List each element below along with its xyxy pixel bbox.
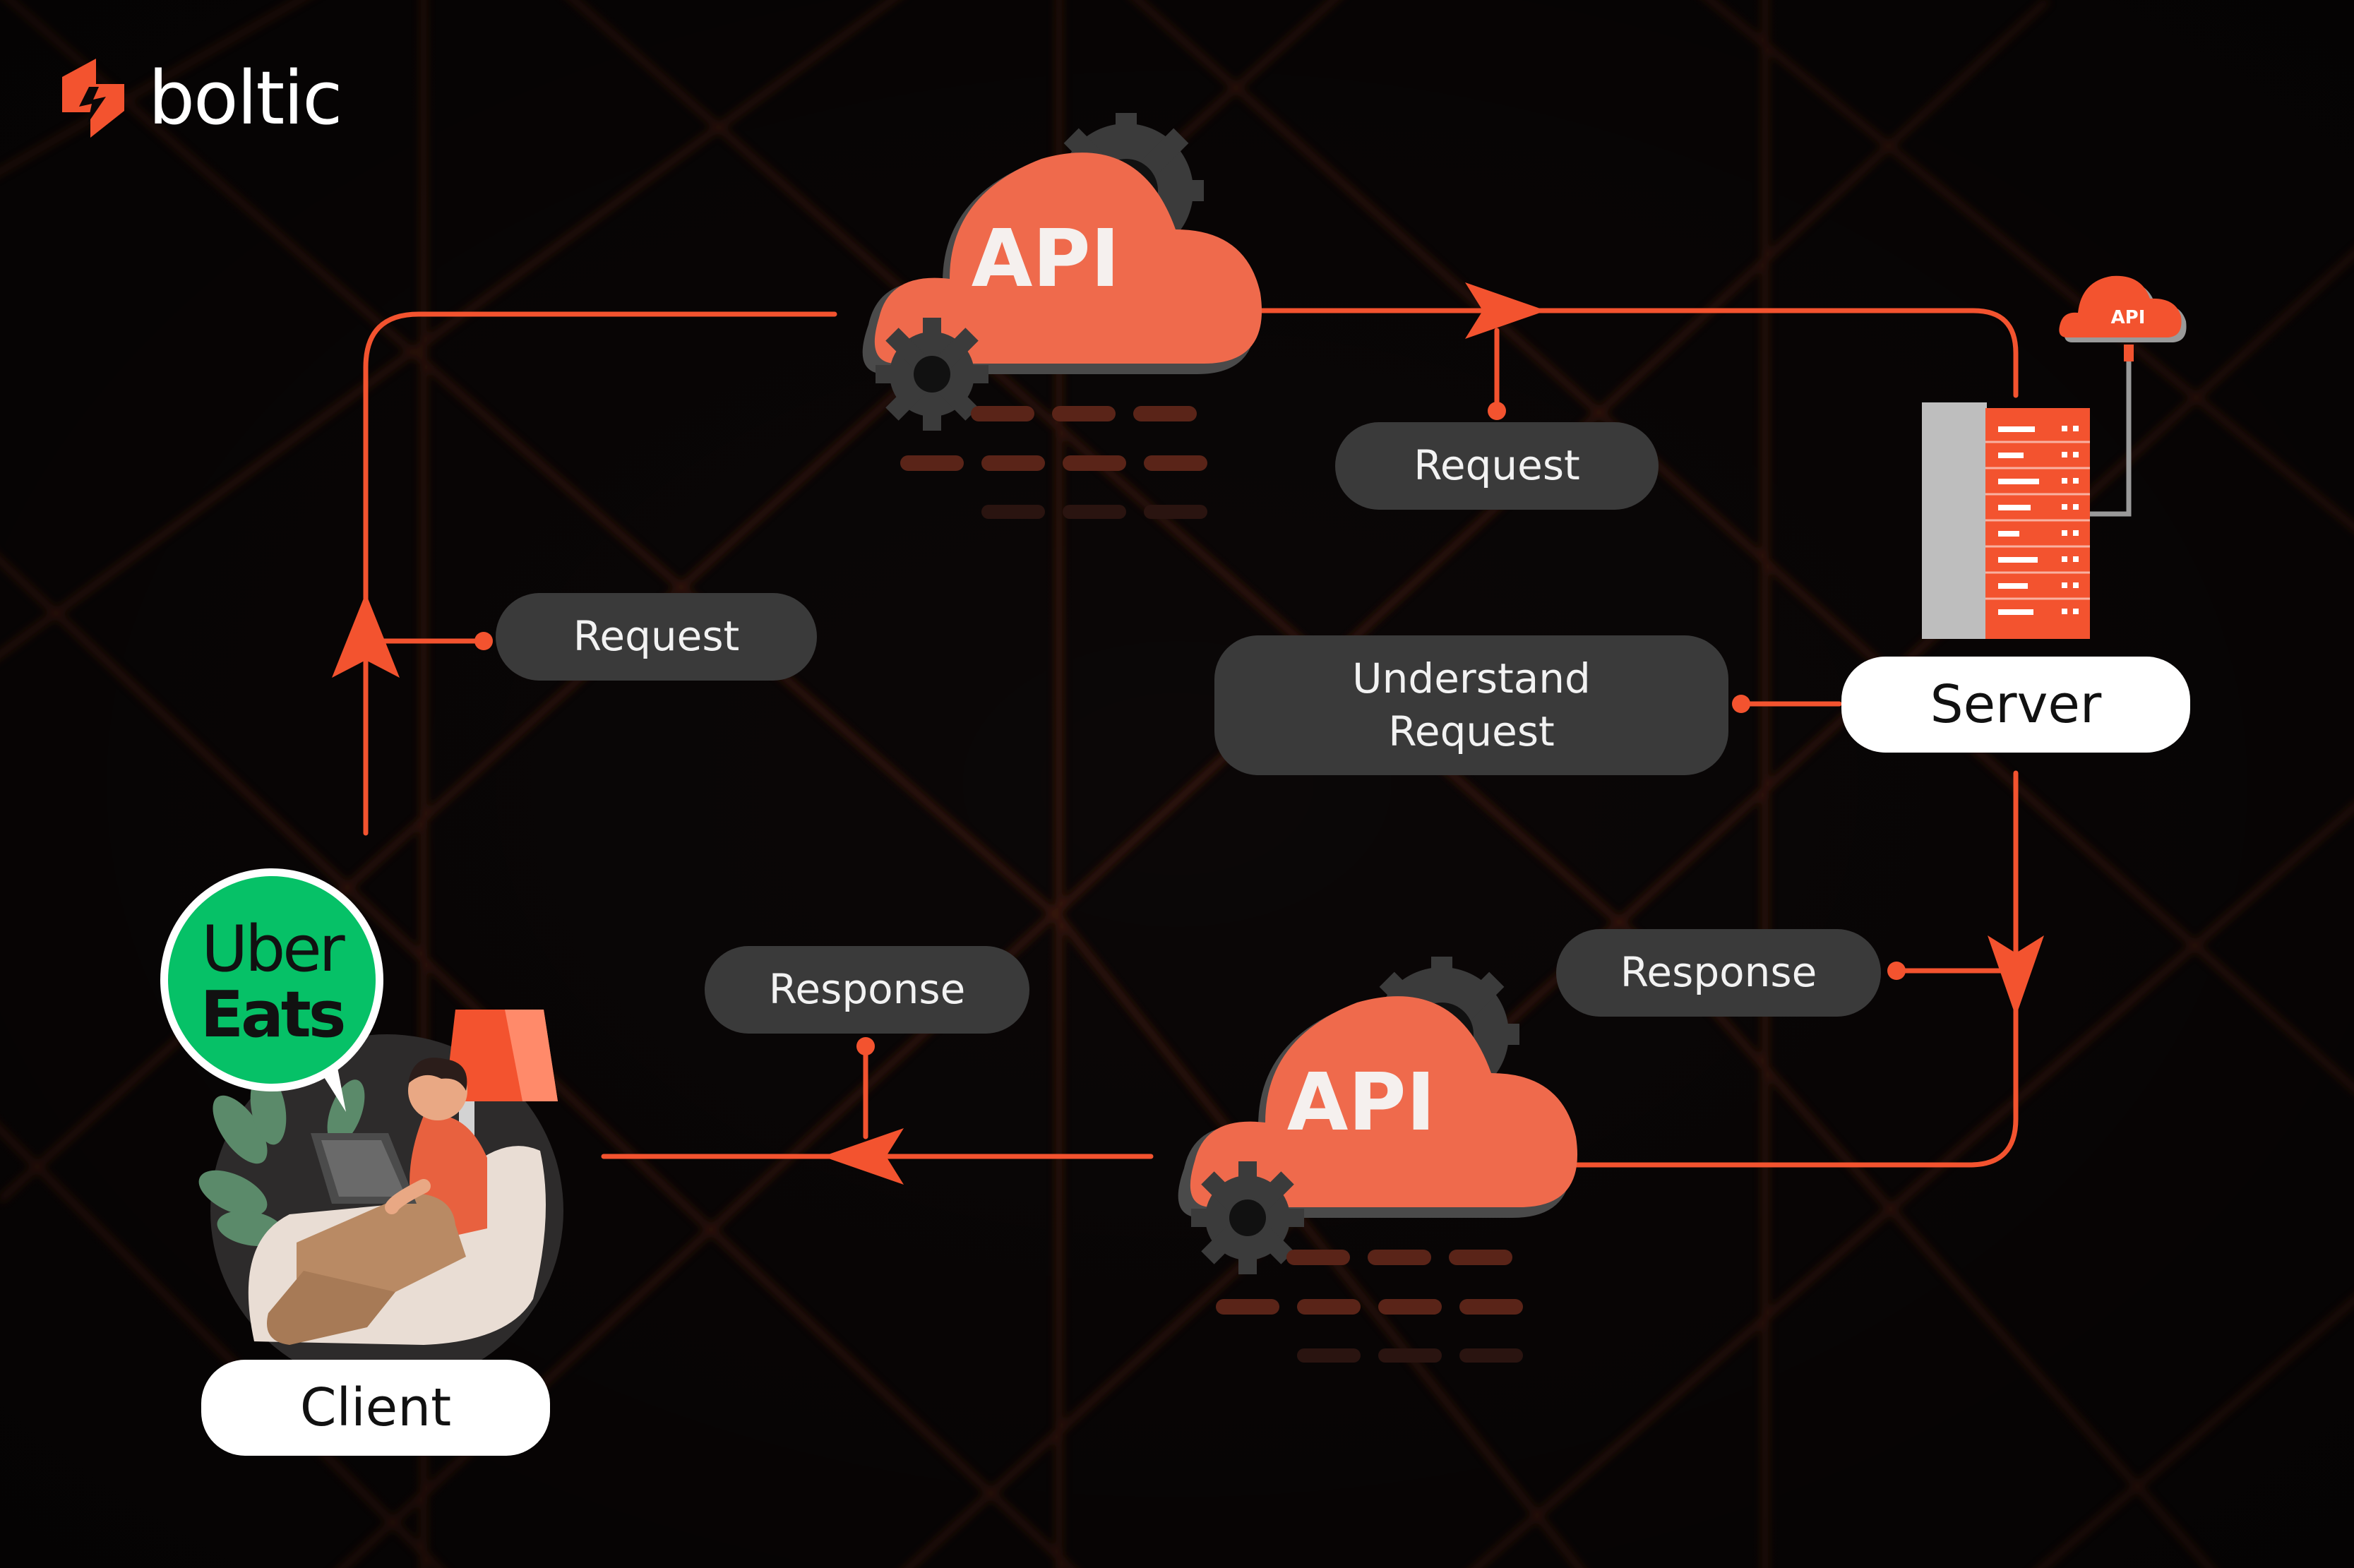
connector-api-top-to-server — [1243, 308, 2019, 398]
api-cloud-top-icon: API — [862, 113, 1262, 519]
api-cloud-bottom-icon: API — [1178, 957, 1578, 1363]
brand-name: boltic — [148, 55, 342, 141]
client-label: Client — [201, 1360, 550, 1456]
arrow-up-icon — [332, 593, 400, 678]
connector-dots — [474, 402, 1906, 1055]
server-label: Server — [1841, 657, 2190, 753]
arrow-left-icon — [823, 1128, 904, 1185]
bolt-icon — [62, 59, 124, 138]
eats-text: Eats — [201, 978, 344, 1052]
request-pill-top: Request — [1335, 422, 1659, 510]
client-illustration — [198, 1010, 563, 1387]
boltic-logo: boltic — [54, 55, 342, 141]
server-rack-icon — [1922, 345, 2134, 639]
server-api-badge-text: API — [2111, 307, 2146, 328]
response-pill-right: Response — [1556, 929, 1881, 1017]
api-cloud-bottom-text: API — [1287, 1057, 1435, 1149]
api-cloud-top-text: API — [972, 213, 1120, 305]
request-pill-left: Request — [496, 593, 817, 681]
connector-server-to-api-bottom — [1547, 770, 2019, 1168]
arrow-down-icon — [1988, 935, 2044, 1017]
arrowheads — [332, 282, 2044, 1185]
uber-eats-logo: Uber Eats — [160, 868, 383, 1112]
server-api-cloud-icon: API — [2059, 275, 2187, 342]
connector-client-to-api-top — [363, 311, 837, 836]
response-pill-left: Response — [705, 946, 1029, 1034]
understand-request-pill: Understand Request — [1214, 635, 1728, 775]
uber-text: Uber — [201, 912, 345, 986]
arrow-right-icon — [1465, 282, 1546, 339]
